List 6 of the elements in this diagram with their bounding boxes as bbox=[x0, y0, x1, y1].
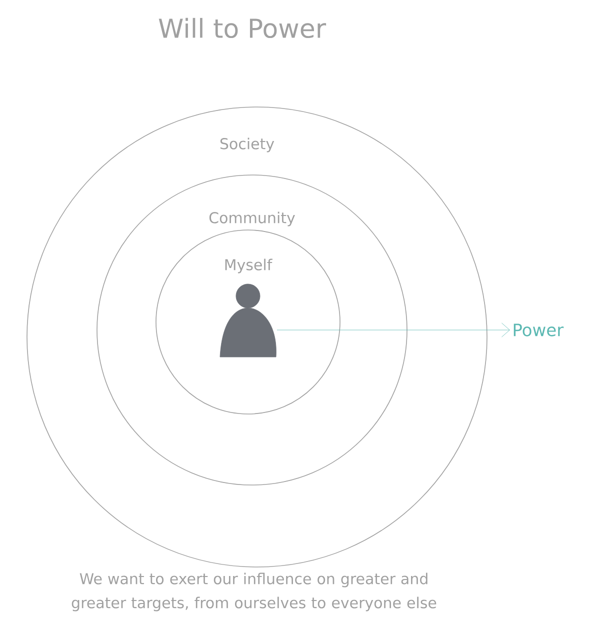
power-label: Power bbox=[514, 324, 564, 336]
arrow bbox=[277, 322, 510, 338]
ring: Myself bbox=[156, 230, 340, 414]
title: Will to Power bbox=[158, 18, 326, 38]
person-icon bbox=[220, 284, 276, 358]
caption: We want to exert our influence on greater and greater targets, from ourselves to everyone else bbox=[72, 572, 436, 612]
